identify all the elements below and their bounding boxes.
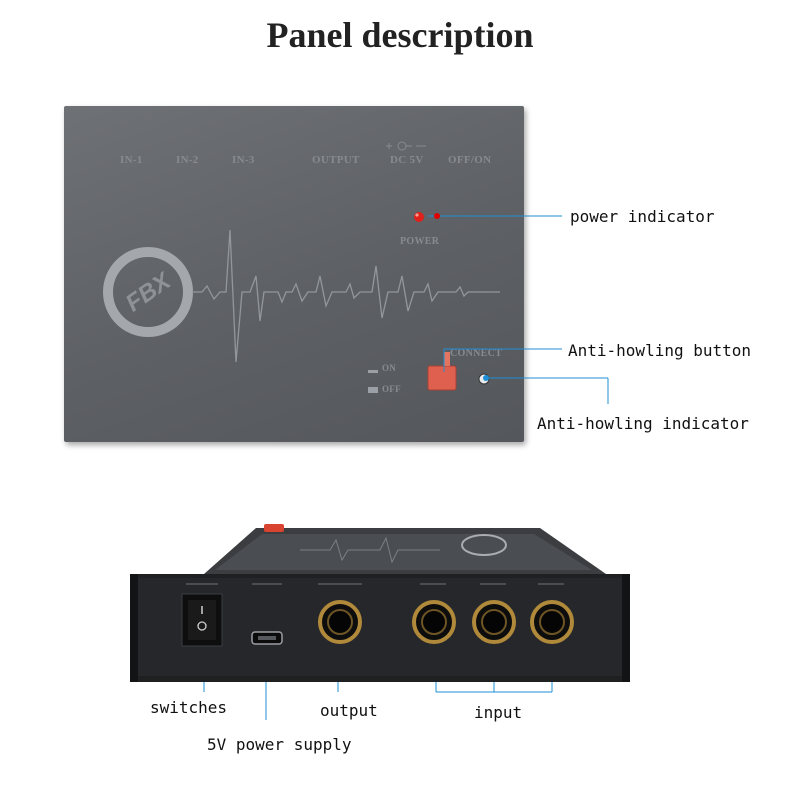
input-jack-icon-3 <box>530 600 574 644</box>
port-label-offon: OFF/ON <box>448 154 492 166</box>
label-anti-howling-indicator: Anti-howling indicator <box>537 414 749 433</box>
panel-artwork: FBX <box>103 141 500 393</box>
input-jack-icon-1 <box>412 600 456 644</box>
port-label-output: OUTPUT <box>312 154 360 166</box>
rocker-switch-icon <box>181 593 223 647</box>
top-panel-photo: IN-1 IN-2 IN-3 OUTPUT DC 5V OFF/ON FBX P… <box>64 106 524 442</box>
label-output: output <box>320 701 378 720</box>
anti-howling-button-body <box>427 365 457 391</box>
switch-on-label: ON <box>382 363 397 373</box>
page-title: Panel description <box>266 15 534 55</box>
label-power-supply: 5V power supply <box>207 735 352 754</box>
dc-polarity-icon <box>386 141 426 151</box>
output-jack-icon <box>318 600 362 644</box>
connect-label: CONNECT <box>450 348 503 359</box>
label-switches: switches <box>150 698 228 717</box>
port-label-dc5v: DC 5V <box>390 154 424 166</box>
port-label-in3: IN-3 <box>232 154 255 166</box>
waveform-graphic <box>192 229 500 363</box>
switch-off-label: OFF <box>382 384 401 394</box>
usb-port-icon <box>251 631 283 645</box>
fbx-logo-icon <box>103 247 193 337</box>
port-label-in2: IN-2 <box>176 154 199 166</box>
label-input: input <box>474 703 523 722</box>
power-label: POWER <box>400 236 440 247</box>
label-anti-howling-button: Anti-howling button <box>568 341 752 360</box>
input-jack-icon-2 <box>472 600 516 644</box>
port-label-in1: IN-1 <box>120 154 143 166</box>
label-power-indicator: power indicator <box>570 207 715 226</box>
